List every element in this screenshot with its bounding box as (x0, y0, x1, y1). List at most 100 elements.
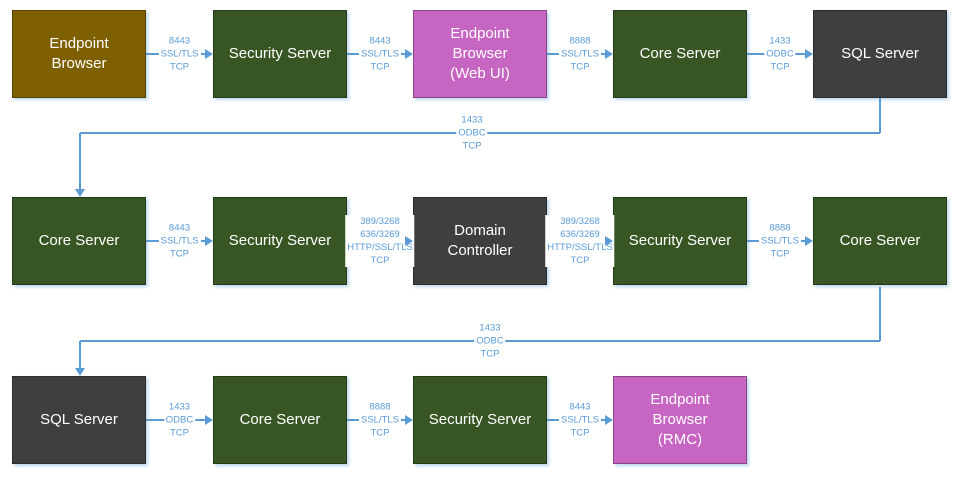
edge-port-label-line: 389/3268 (360, 216, 400, 227)
node-security-server-2: Security Server (213, 197, 347, 285)
arrowhead-right-icon (405, 49, 413, 59)
arrowhead-right-icon (805, 236, 813, 246)
node-security-server-4: Security Server (413, 376, 547, 464)
arrowhead-right-icon (405, 415, 413, 425)
node-label: Core Server (239, 411, 321, 428)
node-label: Endpoint (450, 25, 510, 42)
arrowhead-right-icon (605, 49, 613, 59)
connector-segment-down (79, 133, 81, 190)
arrowhead-down-icon (75, 368, 85, 376)
edge-port-label-line: 1433 (168, 401, 191, 413)
edge-port-label-line: SSL/TLS (360, 414, 400, 426)
edge-port-label-line: 1433 (769, 35, 791, 47)
node-label: Security Server (228, 45, 332, 62)
node-core-server-2: Core Server (12, 197, 146, 285)
connector-port-label-line: TCP (480, 348, 500, 360)
arrowhead-right-icon (205, 415, 213, 425)
edge-port-label-line: SSL/TLS (360, 48, 400, 60)
arrowhead-right-icon (205, 236, 213, 246)
node-label: Security Server (428, 411, 532, 428)
node-core-server-4: Core Server (213, 376, 347, 464)
arrowhead-right-icon (205, 49, 213, 59)
edge-port-label-line: SSL/TLS (560, 414, 600, 426)
arrowhead-right-icon (605, 236, 613, 246)
edge-port-label-line: 8888 (769, 222, 791, 234)
node-core-server-1: Core Server (613, 10, 747, 98)
node-label: Browser (652, 411, 708, 428)
node-security-server-1: Security Server (213, 10, 347, 98)
edge-port-label-line: 636/3269 (360, 229, 400, 240)
connector-port-label-line: TCP (462, 140, 482, 152)
edge-port-label-line: 389/3268 (560, 216, 600, 227)
connector-segment-down (879, 287, 881, 341)
edge-port-label-line: SSL/TLS (560, 48, 600, 60)
connector-port-label-line: ODBC (476, 335, 504, 347)
arrowhead-right-icon (405, 236, 413, 246)
edge-port-label-line: TCP (170, 248, 189, 260)
edge-port-label-line: ODBC (165, 414, 194, 426)
edge-port-label-line: TCP (370, 427, 390, 439)
node-label: Security Server (628, 232, 732, 249)
node-label: Core Server (839, 232, 921, 249)
edge-port-label-line: TCP (570, 427, 590, 439)
edge-port-label-line: TCP (570, 255, 590, 266)
edge-port-label-line: 636/3269 (560, 229, 600, 240)
node-core-server-3: Core Server (813, 197, 947, 285)
connector-segment-down (879, 98, 881, 133)
node-label: (Web UI) (450, 65, 510, 82)
node-label: Browser (51, 55, 107, 72)
node-label: Endpoint (49, 35, 109, 52)
edge-port-label-line: SSL/TLS (160, 235, 199, 247)
arrowhead-down-icon (75, 189, 85, 197)
edge-port-label-line: SSL/TLS (160, 48, 199, 60)
edge-port-label-line: 8443 (168, 222, 191, 234)
node-label: Endpoint (650, 391, 710, 408)
node-sql-server-1: SQL Server (813, 10, 947, 98)
edge-port-label-line: 8443 (369, 35, 391, 47)
node-label: Domain (454, 222, 506, 239)
edge-port-label-line: 8888 (569, 35, 591, 47)
edge-port-label-line: SSL/TLS (760, 235, 800, 247)
edge-port-label-line: HTTP/SSL/TLS (547, 242, 613, 253)
node-label: Core Server (38, 232, 120, 249)
connector-port-label-line: 1433 (479, 322, 501, 334)
arrowhead-right-icon (805, 49, 813, 59)
edge-port-label-line: TCP (370, 255, 390, 266)
node-security-server-3: Security Server (613, 197, 747, 285)
connector-port-label-line: 1433 (461, 114, 483, 126)
edge-port-label-line: 8888 (369, 401, 391, 413)
connector-port-label-line: ODBC (458, 127, 486, 139)
node-label: Core Server (639, 45, 721, 62)
node-label: SQL Server (40, 411, 118, 428)
node-sql-server-2: SQL Server (12, 376, 146, 464)
edge-port-label-line: TCP (770, 248, 790, 260)
node-label: Controller (447, 242, 513, 259)
arrowhead-right-icon (605, 415, 613, 425)
node-label: SQL Server (841, 45, 919, 62)
edge-port-label-line: HTTP/SSL/TLS (347, 242, 413, 253)
edge-port-label-line: 8443 (569, 401, 591, 413)
node-label: (RMC) (657, 431, 703, 448)
edge-port-label-line: ODBC (766, 48, 794, 60)
edge-port-label-line: TCP (170, 61, 189, 73)
edge-port-label-line: TCP (570, 61, 590, 73)
edge-port-label-line: TCP (169, 427, 189, 439)
edge-port-label-line: 8443 (168, 35, 191, 47)
node-label: Browser (452, 45, 508, 62)
edge-port-label-line: TCP (370, 61, 390, 73)
